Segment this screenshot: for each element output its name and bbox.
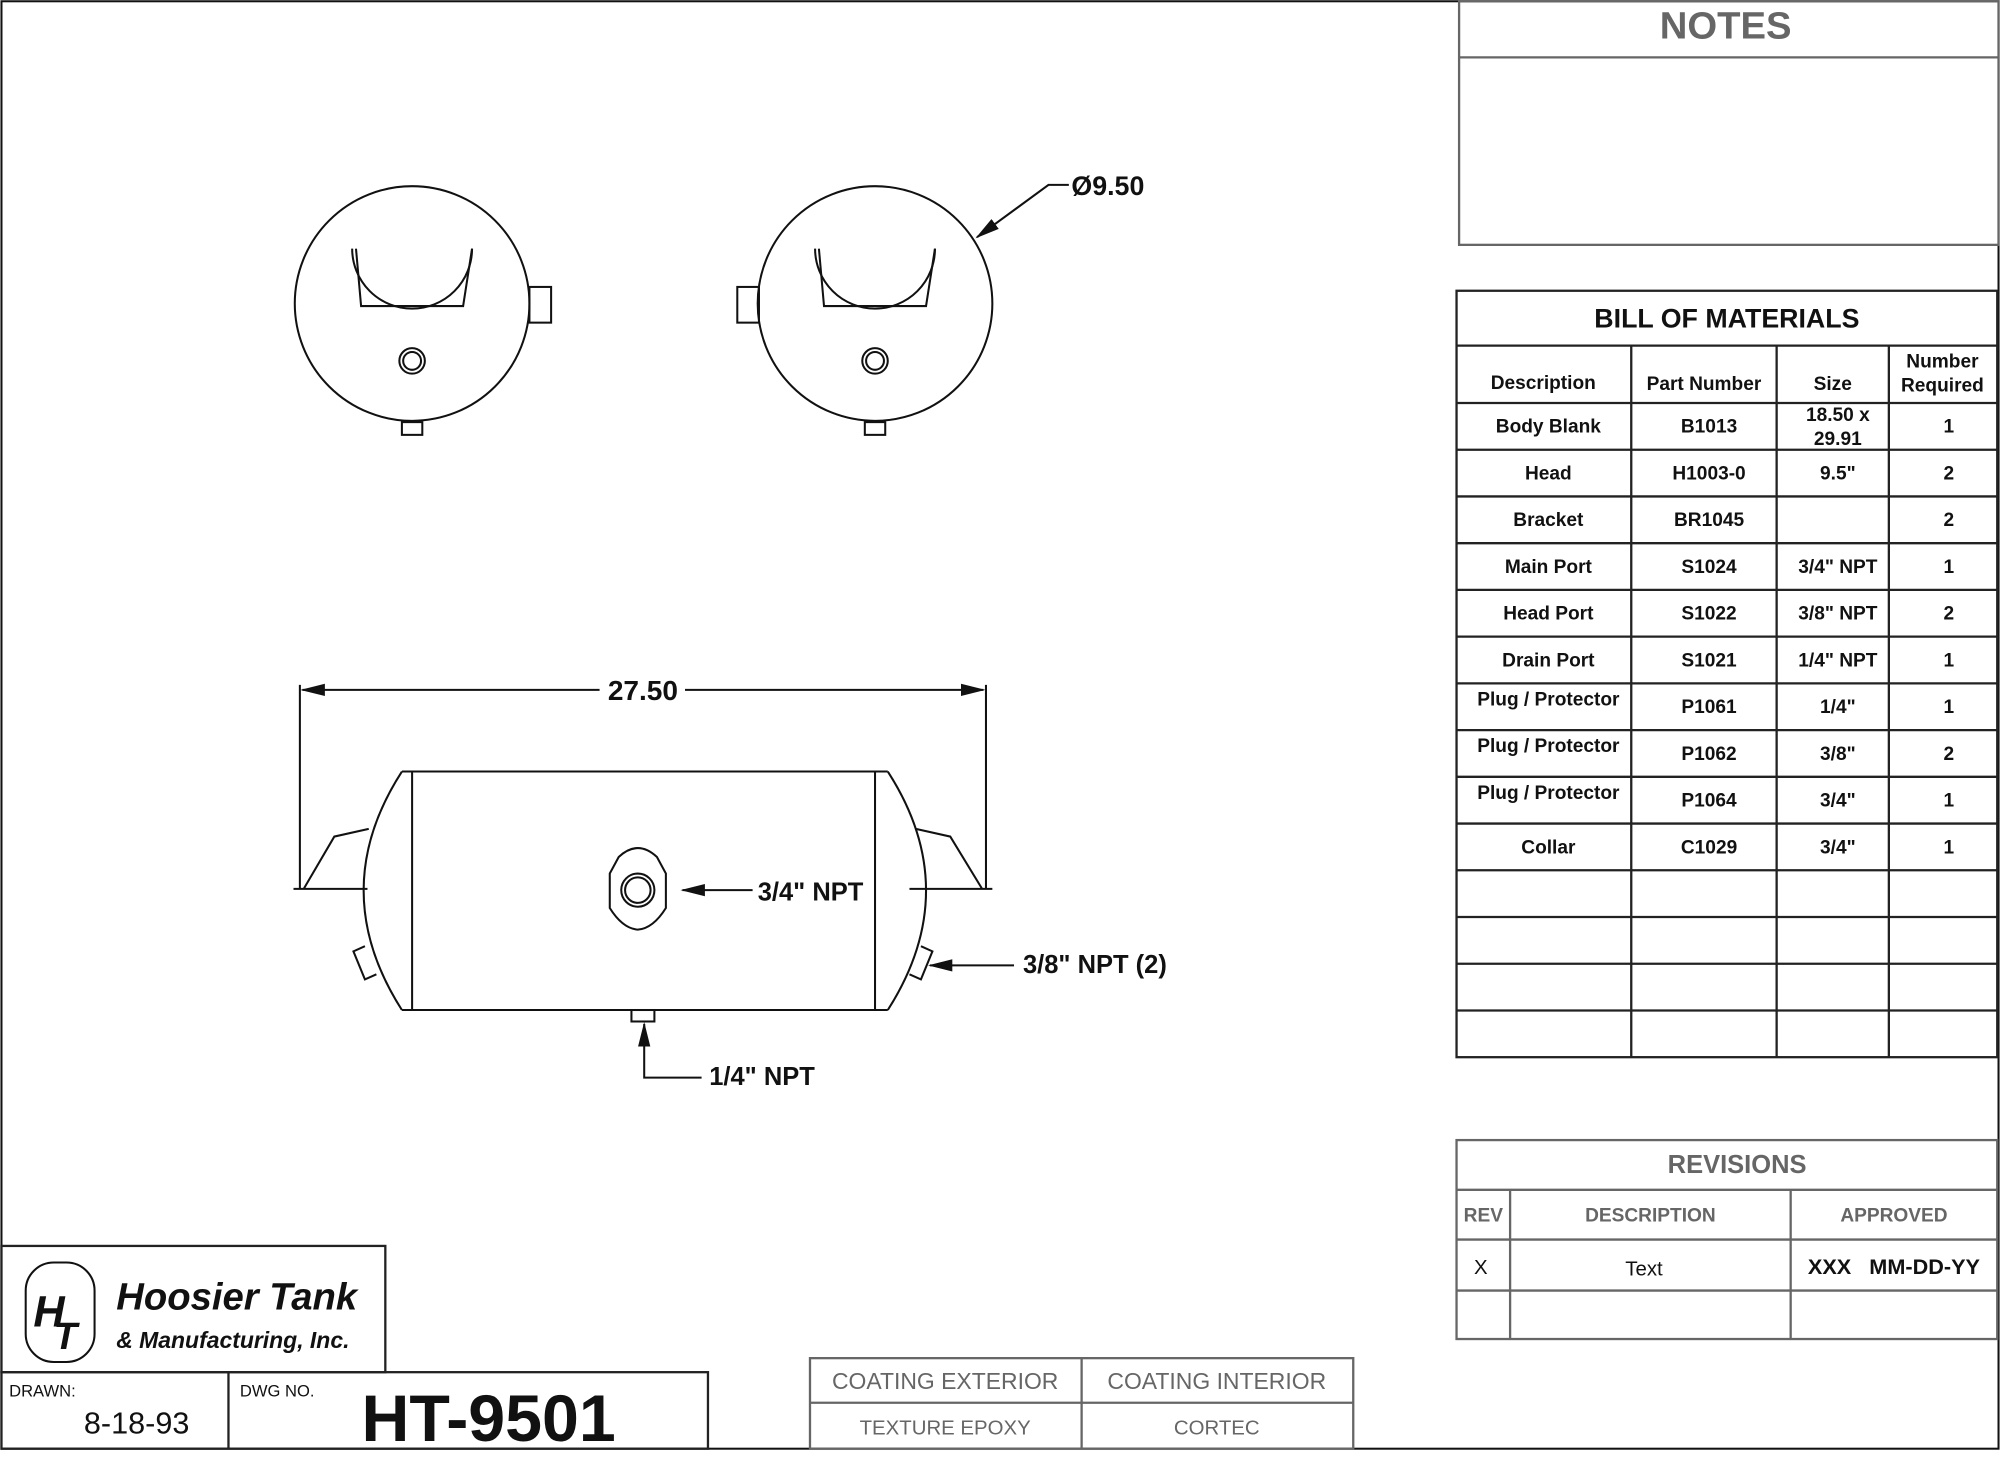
bom-description: Drain Port — [1502, 650, 1595, 671]
drain-port-label: 1/4" NPT — [709, 1063, 815, 1091]
revisions-table: REVISIONS REV DESCRIPTION APPROVED X Tex… — [1455, 1138, 1999, 1341]
coating-exterior-label: COATING EXTERIOR — [832, 1368, 1058, 1394]
bom-quantity: 1 — [1943, 650, 1954, 671]
ht-t: T — [54, 1315, 81, 1358]
end-view-right: Ø9.50 — [736, 171, 1144, 436]
rev-approved: XXX MM-DD-YY — [1808, 1254, 1981, 1279]
coating-table: COATING EXTERIOR COATING INTERIOR TEXTUR… — [808, 1357, 1355, 1450]
bom-part-number: S1024 — [1681, 557, 1737, 578]
bom-part-number: H1003-0 — [1672, 463, 1745, 484]
bom-size: 29.91 — [1814, 429, 1862, 450]
rev-header: REV — [1464, 1206, 1504, 1227]
side-view: 27.50 3/4" NPT 3/8" NPT (2) 1/4" NPT — [293, 675, 1167, 1091]
drawn-date: 8-18-93 — [84, 1406, 189, 1440]
ht-h: H — [33, 1288, 66, 1336]
bom-size: 3/8" NPT — [1798, 604, 1877, 625]
bom-part-number: P1064 — [1681, 791, 1737, 812]
bom-header-description: Description — [1491, 373, 1596, 394]
revisions-title: REVISIONS — [1668, 1151, 1807, 1179]
bom-quantity: 1 — [1943, 697, 1954, 718]
coating-exterior-value: TEXTURE EPOXY — [860, 1418, 1031, 1440]
bom-quantity: 2 — [1943, 463, 1954, 484]
rev-description: Text — [1625, 1258, 1663, 1280]
bom-title: BILL OF MATERIALS — [1594, 304, 1859, 334]
rev-value: X — [1474, 1257, 1488, 1279]
company-logo: H T Hoosier Tank & Manufacturing, Inc. — [0, 1244, 387, 1374]
bom-header-number: Number — [1906, 351, 1979, 372]
dwg-label: DWG NO. — [240, 1381, 315, 1400]
bom-description: Collar — [1521, 837, 1576, 858]
bom-size: 1/4" NPT — [1798, 650, 1877, 671]
head-port-left — [352, 945, 377, 981]
bracket-left — [293, 827, 369, 890]
bom-quantity: 1 — [1943, 557, 1954, 578]
main-port-collar — [608, 847, 667, 931]
bom-size: 3/4" NPT — [1798, 557, 1877, 578]
bom-part-number: S1022 — [1681, 604, 1736, 625]
description-header: DESCRIPTION — [1585, 1206, 1716, 1227]
bom-part-number: P1062 — [1681, 744, 1736, 765]
bom-description: Head — [1525, 463, 1572, 484]
bom-part-number: C1029 — [1681, 837, 1737, 858]
bom-size: 9.5" — [1820, 463, 1856, 484]
coating-interior-value: CORTEC — [1174, 1418, 1260, 1440]
logo-line1: Hoosier Tank — [116, 1276, 359, 1319]
bom-description: Main Port — [1505, 557, 1593, 578]
bom-part-number: P1061 — [1681, 697, 1737, 718]
diameter-label: Ø9.50 — [1071, 171, 1144, 201]
bom-quantity: 2 — [1943, 510, 1954, 531]
end-view-left — [293, 185, 553, 436]
notes-box: NOTES — [1457, 0, 2000, 246]
bom-header-size: Size — [1814, 374, 1852, 395]
bom-description: Plug / Protector — [1477, 689, 1620, 710]
bom-quantity: 1 — [1943, 417, 1954, 438]
bom-quantity: 2 — [1943, 604, 1954, 625]
ht-mark — [24, 1261, 96, 1363]
notes-title: NOTES — [1660, 4, 1792, 47]
bom-header-required: Required — [1901, 376, 1984, 397]
bom-description: Head Port — [1503, 604, 1594, 625]
bom-quantity: 1 — [1943, 837, 1954, 858]
bom-part-number: S1021 — [1681, 650, 1737, 671]
bom-description: Plug / Protector — [1477, 783, 1620, 804]
bom-quantity: 1 — [1943, 791, 1954, 812]
bom-part-number: B1013 — [1681, 417, 1737, 438]
bom-header-part-number: Part Number — [1647, 374, 1762, 395]
bom-description: Bracket — [1513, 510, 1584, 531]
drawn-label: DRAWN: — [9, 1381, 76, 1400]
coating-interior-label: COATING INTERIOR — [1107, 1368, 1326, 1394]
main-port-label: 3/4" NPT — [758, 878, 864, 906]
length-dimension: 27.50 — [608, 675, 678, 706]
title-block: DRAWN: 8-18-93 DWG NO. HT-9501 — [0, 1371, 710, 1456]
bom-size: 1/4" — [1820, 697, 1856, 718]
bom-description: Body Blank — [1496, 417, 1601, 438]
approved-header: APPROVED — [1840, 1206, 1947, 1227]
bracket-right — [909, 827, 993, 890]
bom-size: 3/4" — [1820, 791, 1856, 812]
bom-size: 18.50 x — [1806, 405, 1870, 426]
bom-description: Plug / Protector — [1477, 736, 1620, 757]
drawing-number: HT-9501 — [361, 1382, 615, 1456]
bom-part-number: BR1045 — [1674, 510, 1744, 531]
head-port-right — [909, 945, 934, 981]
head-port-label: 3/8" NPT (2) — [1023, 951, 1167, 979]
bom-size: 3/8" — [1820, 744, 1856, 765]
logo-line2: & Manufacturing, Inc. — [116, 1327, 349, 1353]
bom-size: 3/4" — [1820, 837, 1856, 858]
bill-of-materials-table: BILL OF MATERIALS Description Part Numbe… — [1455, 289, 1999, 1059]
bom-quantity: 2 — [1943, 744, 1954, 765]
